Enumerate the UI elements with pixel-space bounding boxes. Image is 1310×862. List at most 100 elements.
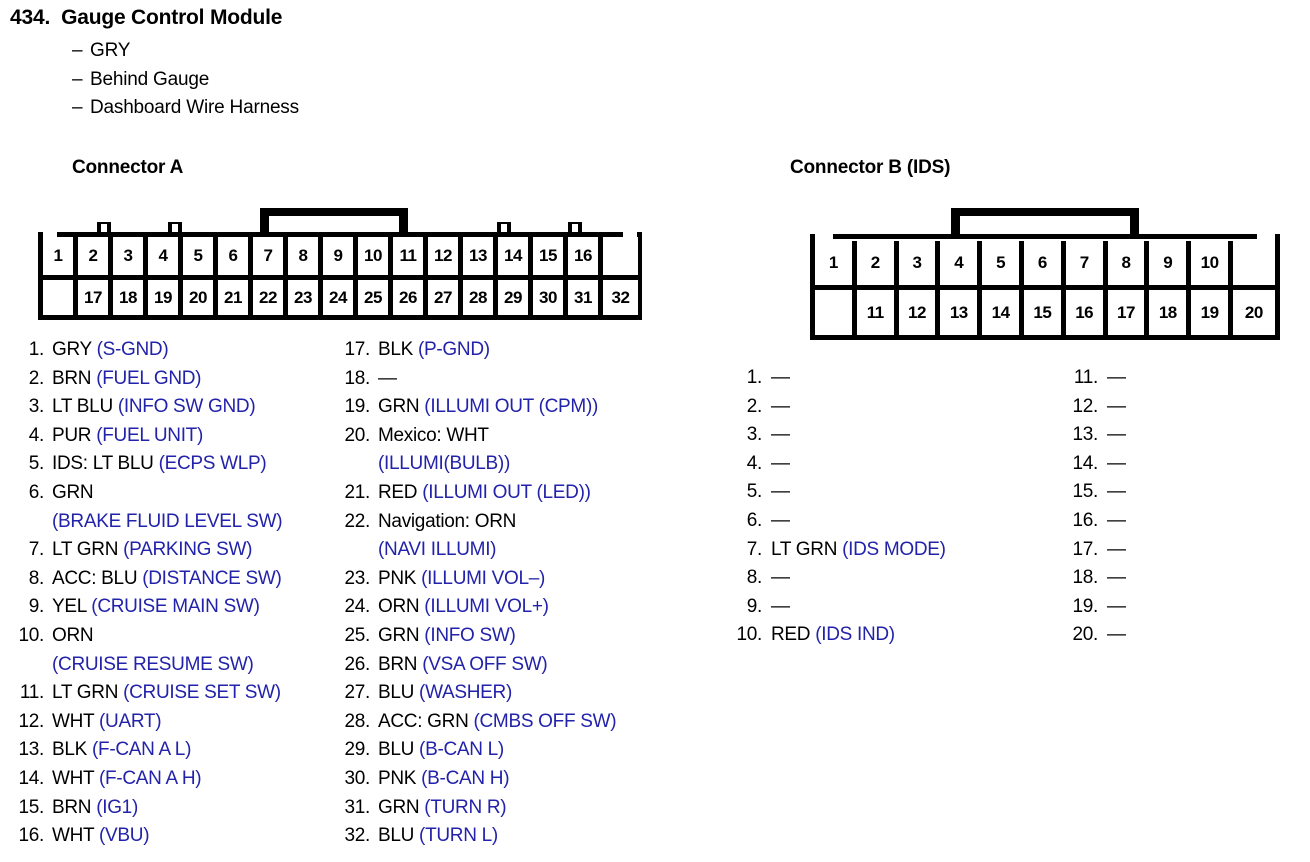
connector-pin-cell: 3	[898, 241, 941, 285]
connector-pin-cell: 5	[183, 237, 218, 275]
pin-description: —	[1107, 393, 1126, 422]
pin-empty-dash: —	[771, 367, 790, 388]
connector-pin-cell: 10	[358, 237, 393, 275]
pin-description: —	[1107, 507, 1126, 536]
module-header: 434. Gauge Control Module –GRY –Behind G…	[10, 6, 299, 123]
connector-pin-cell: 9	[323, 237, 358, 275]
pin-wire-color: LT GRN	[52, 682, 119, 704]
pin-list-item: 15.BRN (IG1)	[14, 794, 344, 823]
pin-number: 25.	[344, 624, 370, 646]
pin-description: —	[771, 364, 790, 393]
pin-signal-name: (ILLUMI OUT (LED))	[417, 481, 591, 503]
connector-pin-cell: 12	[898, 290, 941, 335]
connector-pin-cell: 10	[1191, 241, 1233, 285]
pin-wire-color: PUR	[52, 424, 92, 446]
connector-pin-cell-empty	[1232, 241, 1275, 285]
pin-description: ORN (ILLUMI VOL+)	[378, 593, 549, 622]
pin-wire-color: BLK	[378, 339, 414, 360]
pin-list-item: 14.WHT (F-CAN A H)	[14, 765, 344, 794]
connector-a-nub-hole	[172, 224, 178, 232]
pin-number: 14.	[1072, 452, 1098, 474]
pin-description: ACC: GRN (CMBS OFF SW)	[378, 708, 617, 737]
connector-pin-cell: 4	[940, 241, 983, 285]
pin-list-item: 8.ACC: BLU (DISTANCE SW)	[14, 565, 344, 594]
pin-wire-color: WHT	[52, 825, 95, 847]
pin-wire-color: LT GRN	[52, 539, 119, 561]
pin-signal-name: (F-CAN A H)	[94, 767, 202, 789]
pin-number: 13.	[1072, 424, 1098, 446]
connector-pin-cell: 7	[1065, 241, 1108, 285]
connector-pin-cell: 32	[603, 280, 638, 315]
pin-list-item: 10. ORN (CRUISE RESUME SW)	[14, 622, 344, 679]
bullet-dash: –	[72, 68, 83, 90]
pin-empty-dash: —	[771, 395, 790, 417]
pin-description: RED (IDS IND)	[771, 621, 895, 650]
pin-signal-name: (DISTANCE SW)	[137, 567, 282, 589]
pin-signal-name: (CRUISE MAIN SW)	[86, 596, 260, 618]
pin-empty-dash: —	[1107, 424, 1126, 446]
connector-b-title: Connector B (IDS)	[790, 157, 951, 178]
pin-number: 21.	[344, 481, 370, 503]
connector-pin-cell: 16	[1065, 290, 1108, 335]
connector-pin-cell: 14	[982, 290, 1024, 335]
pin-wire-color: ORN	[52, 624, 94, 646]
pin-empty-dash: —	[771, 452, 790, 474]
pin-list-item: 32.BLU (TURN L)	[340, 822, 670, 851]
pin-description: WHT (UART)	[52, 708, 162, 737]
pin-signal-name: (B-CAN H)	[416, 767, 510, 789]
pin-number: 10.	[18, 624, 44, 646]
pin-signal-name: (INFO SW GND)	[112, 396, 256, 418]
pin-signal-name: (UART)	[94, 710, 162, 732]
pin-description: PNK (ILLUMI VOL–)	[378, 565, 545, 594]
connector-b-pin-list-left: 1.—2.—3.—4.—5.—6.—7.LT GRN (IDS MODE)8.—…	[722, 364, 1022, 650]
pin-wire-color: BLU	[378, 739, 415, 761]
connector-pin-cell: 7	[253, 237, 288, 275]
pin-signal-name: (FUEL GND)	[91, 367, 202, 389]
pin-signal-name: (P-GND)	[413, 339, 490, 360]
pin-number: 7.	[28, 539, 45, 561]
connector-pin-cell: 24	[323, 280, 358, 315]
pin-signal-name: (S-GND)	[91, 339, 169, 360]
connector-pin-cell: 2	[856, 241, 899, 285]
connector-pin-cell: 13	[463, 237, 498, 275]
pin-number: 2.	[746, 395, 763, 417]
pin-list-item: 13.BLK (F-CAN A L)	[14, 736, 344, 765]
pin-number: 17.	[1072, 538, 1098, 560]
pin-description: —	[771, 421, 790, 450]
module-attribute: –GRY	[72, 37, 299, 66]
pin-number: 7.	[746, 538, 763, 560]
connector-b-latch	[951, 208, 1139, 240]
module-attributes: –GRY –Behind Gauge –Dashboard Wire Harne…	[10, 37, 299, 123]
pin-wire-color: BRN	[52, 796, 92, 818]
module-attribute: –Dashboard Wire Harness	[72, 94, 299, 123]
pin-description: —	[1107, 450, 1126, 479]
connector-pin-cell: 30	[533, 280, 568, 315]
pin-description: BLU (B-CAN L)	[378, 736, 504, 765]
pin-number: 3.	[28, 396, 45, 418]
connector-b-row-divider	[815, 285, 1275, 290]
pin-list-item: 1.GRY (S-GND)	[14, 336, 344, 365]
pin-signal-name: (B-CAN L)	[414, 739, 504, 761]
pin-wire-color: Navigation: ORN	[378, 510, 517, 532]
pin-description: BRN (VSA OFF SW)	[378, 651, 548, 680]
pin-signal-name: (ILLUMI VOL+)	[419, 596, 549, 618]
pin-number: 27.	[344, 682, 370, 704]
pin-empty-dash: —	[1107, 624, 1126, 646]
pin-list-item: 1.—	[722, 364, 1022, 393]
pin-signal-name: (CRUISE RESUME SW)	[52, 653, 254, 675]
pin-number: 4.	[746, 452, 763, 474]
connector-pin-cell-empty	[603, 237, 638, 275]
pin-list-item: 6.—	[722, 507, 1022, 536]
pin-wire-color: PNK	[378, 767, 417, 789]
pin-list-item: 17.—	[1058, 536, 1298, 565]
pin-description: GRY (S-GND)	[52, 336, 169, 365]
module-name: Gauge Control Module	[61, 6, 283, 29]
pin-number: 14.	[18, 767, 44, 789]
pin-list-item: 30.PNK (B-CAN H)	[340, 765, 670, 794]
pin-list-item: 25.GRN (INFO SW)	[340, 622, 670, 651]
pin-empty-dash: —	[378, 367, 397, 389]
pin-list-item: 4. —	[722, 450, 1022, 479]
